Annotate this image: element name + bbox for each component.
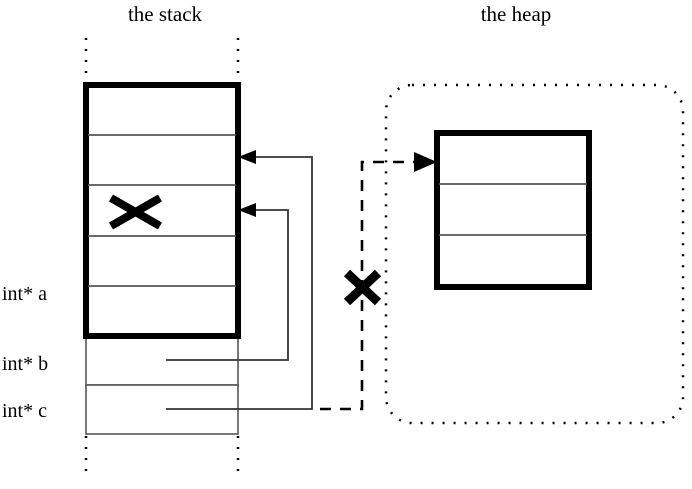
stack-title: the stack [127, 2, 203, 26]
arrow-c-to-heap-dashed [320, 160, 424, 411]
arrowhead-c-to-stack-13 [238, 150, 256, 164]
var-label-c: int* c [2, 400, 47, 422]
strikethrough-x-over-12 [109, 194, 162, 230]
heap-title: the heap [480, 2, 552, 26]
arrow-c-to-stack-13 [166, 156, 313, 410]
stack-allocated-block [83, 82, 241, 339]
arrowhead-b-to-stack-7 [238, 203, 256, 217]
severed-link-x-mark [343, 269, 382, 306]
arrow-b-to-stack-7 [166, 209, 289, 361]
var-label-a: int* a [2, 283, 47, 305]
heap-allocated-block [434, 130, 592, 290]
heap-region-boundary [384, 83, 685, 425]
arrowhead-c-to-heap [414, 152, 437, 172]
var-label-b: int* b [2, 353, 49, 375]
